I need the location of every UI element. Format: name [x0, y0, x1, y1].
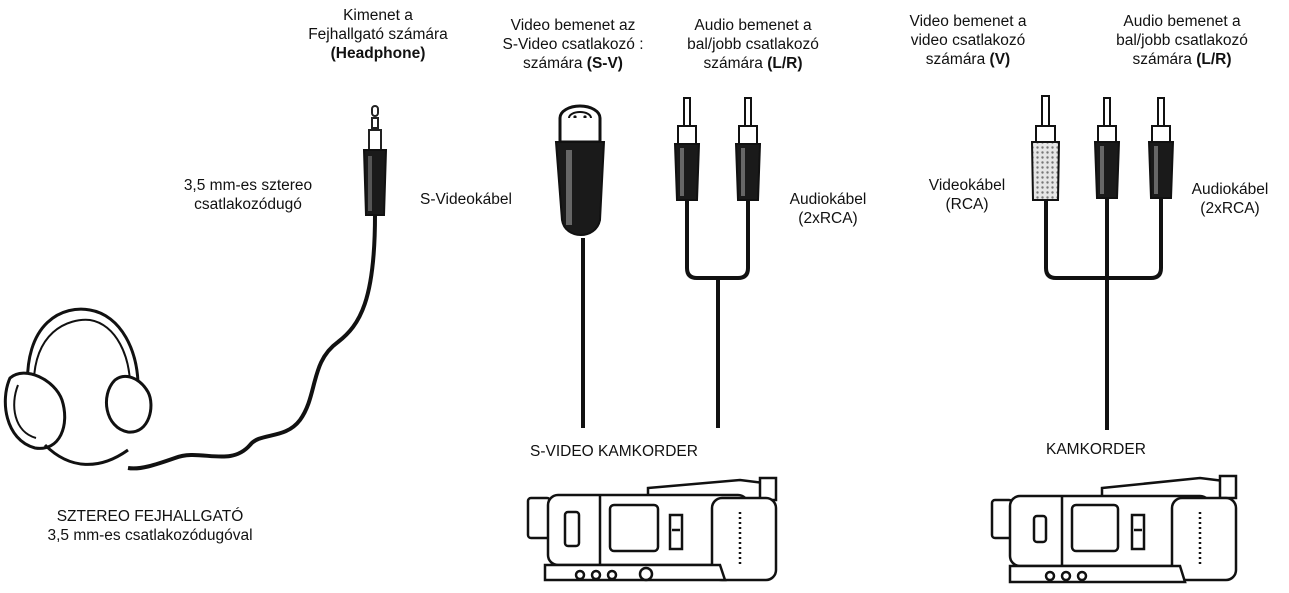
audio-cable-right-line-1: Audiokábel	[1191, 181, 1269, 198]
video-cable-line-2: (RCA)	[945, 196, 989, 213]
audio-cable-right-label: Audiokábel (2xRCA)	[1180, 180, 1280, 218]
audio-cable-left-line-2: (2xRCA)	[798, 210, 858, 227]
svideo-input-line-2: S-Video csatlakozó :	[502, 36, 644, 53]
video-input-line-1: Video bemenet a	[909, 13, 1027, 30]
svideo-input-code: (S-V)	[586, 55, 623, 72]
svideo-cable-label: S-Videokábel	[420, 191, 512, 208]
video-cable-label: Videokábel (RCA)	[912, 176, 1022, 214]
av-cable-right-line	[1044, 198, 1163, 430]
audio-cable-left-line-1: Audiokábel	[789, 191, 867, 208]
svideo-input-line-1: Video bemenet az	[510, 17, 636, 34]
rca-plug-video-icon	[1030, 95, 1061, 201]
headphone-output-code: (Headphone)	[330, 45, 426, 62]
headphones-line-1: SZTEREO FEJHALLGATÓ	[56, 508, 244, 525]
audio-input-left-line-1: Audio bemenet a	[694, 17, 812, 34]
audio-input-left-line-3: számára	[703, 55, 763, 72]
headphones-line-2: 3,5 mm-es csatlakozódugóval	[47, 527, 253, 544]
svideo-input-line-3: számára	[523, 55, 583, 72]
audio-input-right-label: Audio bemenet a bal/jobb csatlakozó szám…	[1092, 12, 1272, 69]
headphones-label: SZTEREO FEJHALLGATÓ 3,5 mm-es csatlakozó…	[0, 507, 300, 545]
audio-cable-left-label: Audiokábel (2xRCA)	[778, 190, 878, 228]
headphone-output-label: Kimenet a Fejhallgató számára (Headphone…	[268, 6, 488, 63]
rca-plug-right-2-icon	[1147, 97, 1175, 199]
audio-input-right-code: (L/R)	[1196, 51, 1232, 68]
rca-plug-left-2-icon	[734, 97, 762, 201]
svideo-input-label: Video bemenet az S-Video csatlakozó : sz…	[488, 16, 658, 73]
video-input-line-2: video csatlakozó	[910, 32, 1026, 49]
svideo-plug-icon	[554, 104, 606, 236]
video-input-code: (V)	[989, 51, 1011, 68]
audio-input-left-line-2: bal/jobb csatlakozó	[687, 36, 819, 53]
stereo-plug-line-1: 3,5 mm-es sztereo	[183, 177, 313, 194]
svideo-camcorder-label: S-VIDEO KAMKORDER	[530, 443, 698, 460]
audio-input-right-line-3: számára	[1132, 51, 1192, 68]
video-input-label: Video bemenet a video csatlakozó számára…	[893, 12, 1043, 69]
rca-plug-right-1-icon	[1093, 97, 1121, 199]
audio-cable-left-line	[685, 200, 750, 428]
stereo-plug-icon	[362, 105, 388, 216]
headphone-cable	[127, 214, 377, 471]
headphone-output-line-1: Kimenet a	[343, 7, 413, 24]
video-cable-line-1: Videokábel	[928, 177, 1006, 194]
camcorder-icon	[990, 474, 1238, 584]
audio-input-left-code: (L/R)	[767, 55, 803, 72]
audio-cable-right-line-2: (2xRCA)	[1200, 200, 1260, 217]
stereo-plug-label: 3,5 mm-es sztereo csatlakozódugó	[160, 176, 336, 214]
rca-plug-left-1-icon	[673, 97, 701, 201]
stereo-plug-line-2: csatlakozódugó	[194, 196, 302, 213]
audio-input-right-line-1: Audio bemenet a	[1123, 13, 1241, 30]
video-input-line-3: számára	[925, 51, 986, 68]
camcorder-label: KAMKORDER	[1046, 441, 1146, 458]
headphones-icon	[3, 307, 153, 466]
audio-input-right-line-2: bal/jobb csatlakozó	[1116, 32, 1248, 49]
audio-input-left-label: Audio bemenet a bal/jobb csatlakozó szám…	[668, 16, 838, 73]
headphone-output-line-2: Fejhallgató számára	[308, 26, 448, 43]
svideo-camcorder-icon	[526, 476, 778, 582]
